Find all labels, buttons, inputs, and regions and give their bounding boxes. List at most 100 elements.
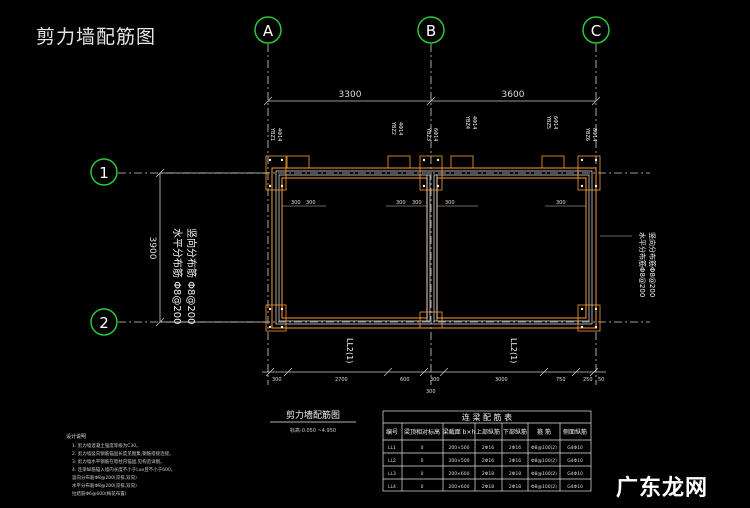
bottom-dim-7: 250 xyxy=(583,377,593,383)
note-line-5: 竖向分布筋Φ8@200(双排,双向) xyxy=(72,474,137,481)
axis-lines xyxy=(118,44,650,385)
table-cell: 2Φ16 xyxy=(482,458,494,464)
inner-dim-1: 300 xyxy=(291,200,301,206)
table-header: 编号 梁顶相对标高 梁截面 b×h 上部纵筋 下部纵筋 箍 筋 侧面纵筋 xyxy=(386,428,587,436)
col-tag-9: YBZ5 xyxy=(545,115,551,129)
table-cell: 2Φ18 xyxy=(509,471,521,477)
grid-label-b: B xyxy=(426,22,436,40)
col-tag-2: 4Φ14 xyxy=(276,128,282,141)
table-cell: 2Φ16 xyxy=(509,445,521,451)
notes-heading: 设计说明 xyxy=(66,433,86,440)
table-cell: 2Φ18 xyxy=(482,471,494,477)
col-tag-1: YBZ1 xyxy=(269,127,275,141)
drawing-title: 剪力墙配筋图 xyxy=(36,26,157,48)
note-line-2: 2. 剪力墙竖向钢筋锚固长度见图集,钢筋搭接连接。 xyxy=(72,450,174,457)
col-tag-12: 8Φ14 xyxy=(591,128,597,141)
table-cell: G4Φ10 xyxy=(567,445,583,451)
bottom-dim-4: 300 xyxy=(430,377,440,383)
bottom-dimension xyxy=(262,367,606,377)
inner-dim-5: 300 xyxy=(445,200,455,206)
table-cell: LL2 xyxy=(388,458,396,464)
table-cell: Φ8@100(2) xyxy=(531,471,557,477)
table-cell: Φ8@100(2) xyxy=(531,458,557,464)
table-title: 连 梁 配 筋 表 xyxy=(462,412,512,422)
col-tag-3: YBZ2 xyxy=(390,121,396,135)
label-left-vert-1: 竖向分布筋 Φ8@200 xyxy=(185,228,198,325)
inner-dim-3: 300 xyxy=(396,200,406,206)
bottom-dim-3: 600 xyxy=(400,377,410,383)
bottom-dim-5: 3000 xyxy=(495,377,508,383)
table-cell: Φ8@100(2) xyxy=(531,484,557,490)
table-cell: 2Φ18 xyxy=(482,484,494,490)
table-cell: 200×600 xyxy=(449,471,470,477)
table-cell: 200×500 xyxy=(449,445,470,451)
label-right-vert-2: 水平分布筋Φ8@200 xyxy=(638,232,647,297)
note-line-6: 水平分布筋Φ8@200(双排,双向) xyxy=(72,482,137,489)
table-cell: 0 xyxy=(421,484,424,490)
plan-subtitle: 剪力墙配筋图 xyxy=(286,409,340,421)
table-header-cell: 编号 xyxy=(386,428,398,436)
grid-bubble-a xyxy=(254,16,282,44)
note-line-4: 4. 连梁纵筋锚入墙内长度不小于Lae且不小于600。 xyxy=(72,466,175,473)
bottom-dim-1: 300 xyxy=(272,377,282,383)
label-left-vert-2: 水平分布筋 Φ8@200 xyxy=(171,228,184,325)
note-line-7: 拉结筋Φ6@600(梅花布置) xyxy=(72,490,127,497)
table-cell: G4Φ10 xyxy=(567,458,583,464)
lintel-label-1: LL2(1) xyxy=(345,338,354,363)
bottom-dim-6: 750 xyxy=(556,377,566,383)
grid-bubbles: A B C 1 2 xyxy=(90,16,610,336)
table-cell: G4Φ10 xyxy=(567,471,583,477)
dim-span-ab: 3300 xyxy=(339,90,362,100)
table-header-cell: 梁顶相对标高 xyxy=(404,428,440,436)
schedule-table xyxy=(382,410,592,492)
col-tag-8: 4Φ14 xyxy=(471,116,477,129)
table-body: LL1 0 200×500 2Φ16 2Φ16 Φ8@100(2) G4Φ10 … xyxy=(388,445,583,490)
table-cell: 0 xyxy=(421,471,424,477)
bottom-dim-extra: 300 xyxy=(426,389,436,395)
note-line-1: 1. 剪力墙混凝土强度等级为C30。 xyxy=(72,442,141,449)
table-cell: 200×500 xyxy=(449,458,470,464)
table-header-cell: 梁截面 b×h xyxy=(443,428,476,436)
grid-bubble-1 xyxy=(90,158,118,186)
table-cell: LL1 xyxy=(388,445,396,451)
plan-scale-note: 标高-0.050 ~4.950 xyxy=(290,427,336,434)
bottom-dim-2: 2700 xyxy=(335,377,348,383)
table-header-cell: 上部纵筋 xyxy=(476,428,500,436)
wall-room-left xyxy=(281,177,428,319)
dim-span-12: 3900 xyxy=(147,237,157,260)
col-tag-7: YBZ4 xyxy=(464,115,470,129)
table-cell: 200×600 xyxy=(449,484,470,490)
table-cell: 2Φ16 xyxy=(509,458,521,464)
note-line-3: 3. 剪力墙水平钢筋在暗柱内锚固,见构造详图。 xyxy=(72,458,165,465)
wall-room-right xyxy=(436,177,587,319)
top-dimension xyxy=(263,96,601,106)
col-tag-6: 6Φ14 xyxy=(432,128,438,141)
table-header-cell: 下部纵筋 xyxy=(503,428,527,436)
left-dimension xyxy=(155,168,268,327)
lintel-label-2: LL2(1) xyxy=(509,338,518,363)
table-cell: 0 xyxy=(421,445,424,451)
col-tag-10: 6Φ14 xyxy=(552,116,558,129)
grid-bubble-b xyxy=(417,16,445,44)
bottom-dim-8: 50 xyxy=(598,377,604,383)
dim-span-bc: 3600 xyxy=(502,90,525,100)
boundary-columns xyxy=(265,155,601,332)
inner-dim-2: 300 xyxy=(306,200,316,206)
label-right-vert-1: 竖向分布筋Φ8@200 xyxy=(648,232,657,297)
grid-bubble-c xyxy=(582,16,610,44)
table-header-cell: 箍 筋 xyxy=(537,428,551,436)
grid-label-c: C xyxy=(591,22,601,40)
col-tag-4: 4Φ14 xyxy=(397,122,403,135)
grid-label-1: 1 xyxy=(99,164,109,182)
col-tag-5: YBZ3 xyxy=(425,127,431,141)
watermark-logo: 广东龙网 xyxy=(616,476,709,501)
table-cell: LL3 xyxy=(388,471,396,477)
grid-bubble-2 xyxy=(90,308,118,336)
inner-dim-4: 300 xyxy=(412,200,422,206)
table-header-cell: 侧面纵筋 xyxy=(563,428,587,436)
column-bars xyxy=(268,158,598,329)
table-cell: Φ8@100(2) xyxy=(531,445,557,451)
inner-dim-6: 300 xyxy=(556,200,566,206)
